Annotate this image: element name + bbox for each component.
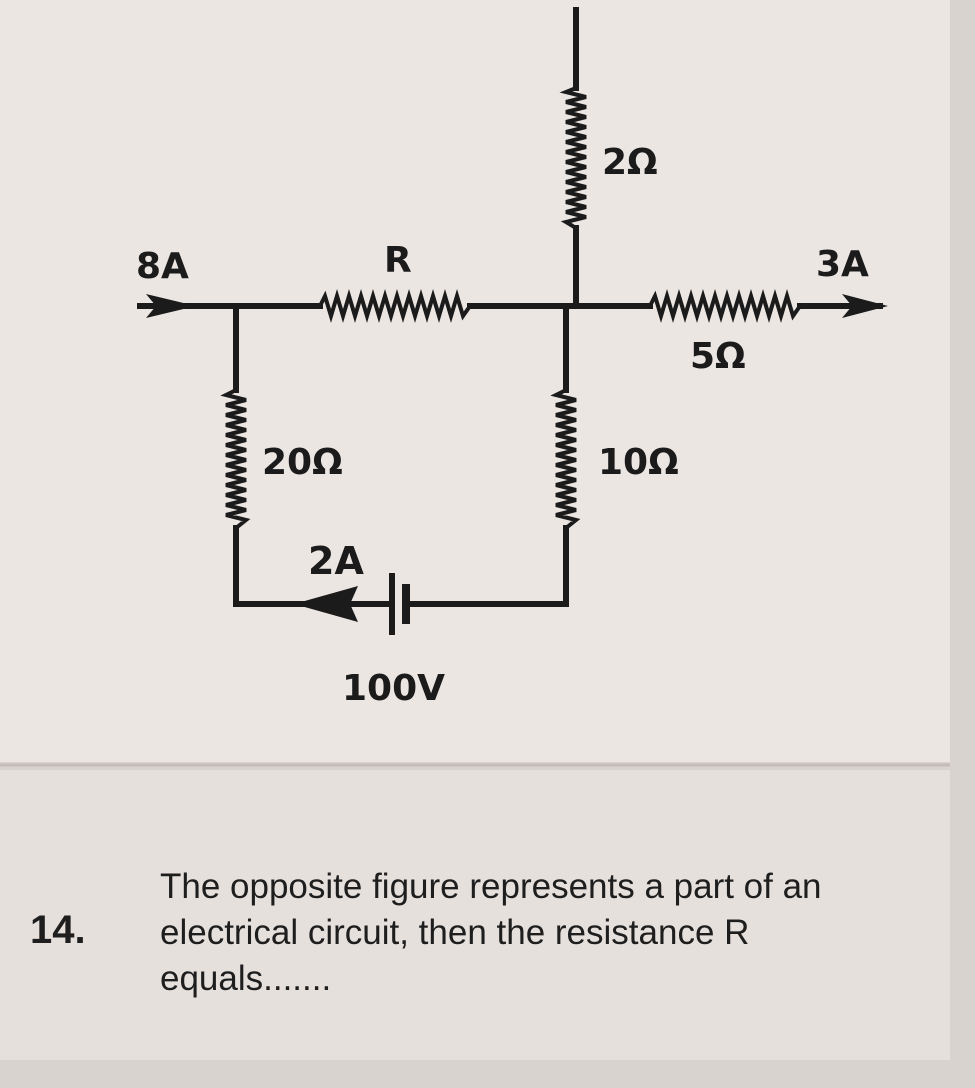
label-resistor-top: 2Ω [602,142,658,183]
question-number: 14. [30,908,86,952]
label-current-battery: 2A [308,539,364,583]
question-text: The opposite figure represents a part of… [160,867,822,998]
diagram-panel [0,0,950,762]
resistor-right-5ohm [647,289,803,323]
label-resistor-left: 20Ω [262,442,343,483]
resistor-middle-10ohm [550,387,581,531]
resistor-left-20ohm [220,387,251,531]
resistor-top-2ohm [559,85,587,231]
label-current-out: 3A [816,244,869,285]
label-resistor-right: 5Ω [690,336,746,377]
question-panel [0,770,950,1060]
label-resistor-middle: 10Ω [598,442,679,483]
label-resistor-r: R [384,240,412,281]
label-battery-voltage: 100V [342,668,445,709]
label-current-in: 8A [136,246,189,287]
arrow-battery-current-icon [294,586,358,622]
question-block: 14. The opposite figure represents a par… [0,820,975,1060]
arrow-out-icon [842,294,888,318]
arrow-in-icon [146,294,196,318]
resistor-r [317,289,473,323]
